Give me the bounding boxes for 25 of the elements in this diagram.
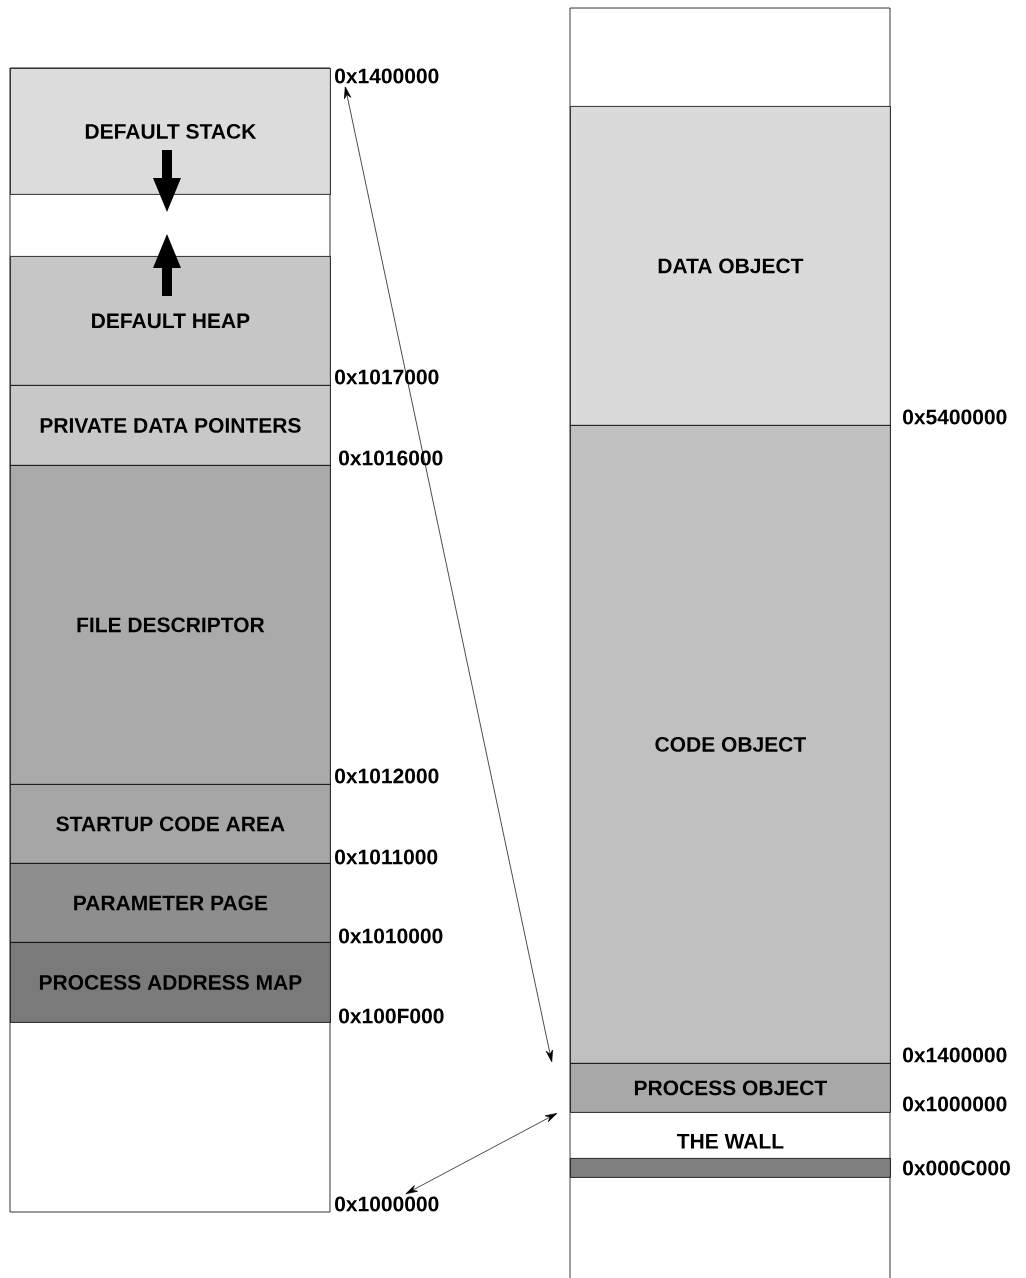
- address-label: 0x1011000: [335, 849, 438, 865]
- address-label: 0x1016000: [339, 450, 443, 466]
- memory-segment: DATA OBJECT: [570, 106, 891, 426]
- arrow: [405, 1113, 558, 1195]
- memory-segment: PROCESS ADDRESS MAP: [10, 942, 331, 1023]
- memory-segment: PRIVATE DATA POINTERS: [10, 385, 331, 466]
- address-label: 0x1400000: [335, 68, 439, 84]
- address-label: 0x5400000: [903, 409, 1007, 425]
- stack-segment: DEFAULT STACK: [10, 68, 331, 195]
- address-label: 0x1010000: [339, 928, 443, 944]
- memory-segment: CODE OBJECT: [570, 425, 891, 1064]
- arrow: [344, 86, 553, 1063]
- memory-segment: FILE DESCRIPTOR: [10, 465, 331, 785]
- heap-segment: DEFAULT HEAP: [10, 256, 331, 386]
- address-label: 0x1017000: [335, 369, 439, 385]
- memory-segment: PROCESS OBJECT: [570, 1063, 891, 1113]
- address-label: 0x1000000: [335, 1196, 439, 1212]
- address-label: 0x1400000: [903, 1047, 1007, 1063]
- wall-bar: THE WALL: [570, 1134, 891, 1178]
- address-label: 0x1000000: [903, 1096, 1007, 1112]
- memory-segment: PARAMETER PAGE: [10, 863, 331, 943]
- node-label: THE WALL: [676, 1134, 784, 1149]
- address-label: 0x1012000: [335, 768, 439, 784]
- memory-segment: STARTUP CODE AREA: [10, 784, 331, 864]
- address-label: 0x000C000: [903, 1160, 1010, 1176]
